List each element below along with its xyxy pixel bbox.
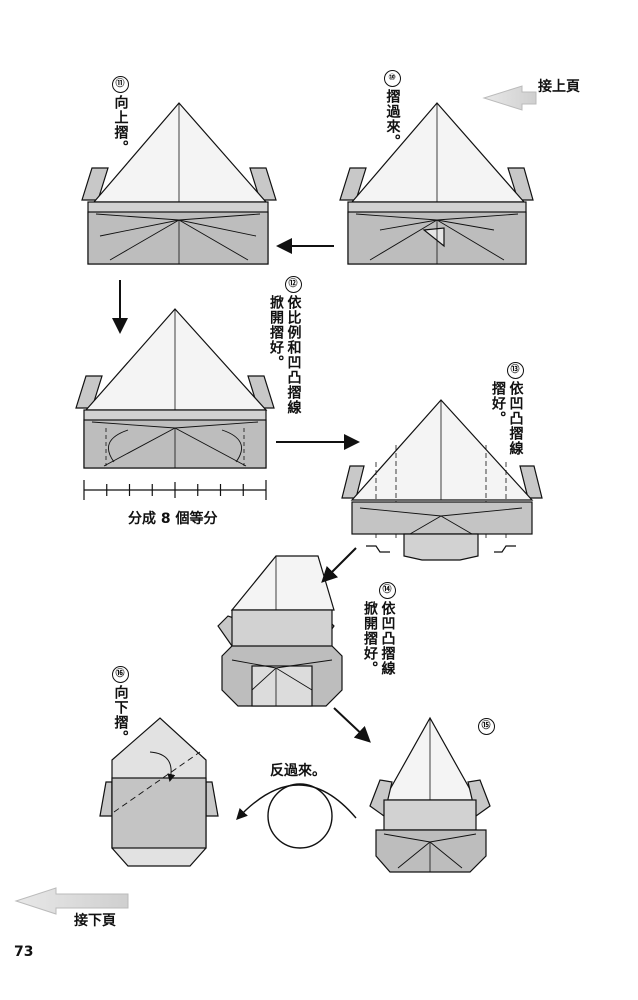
figure-step-15 — [369, 716, 491, 873]
step-14-number: ⑭ — [379, 582, 396, 599]
step-12-number: ⑫ — [285, 276, 302, 293]
page-number: 73 — [14, 944, 34, 960]
prev-page-label: 接上頁 — [538, 79, 580, 95]
ruler-caption: 分成 8 個等分 — [128, 511, 218, 527]
next-page-label: 接下頁 — [74, 913, 116, 929]
step-10-number: ⑩ — [384, 70, 401, 87]
zigzag-marks — [366, 545, 516, 553]
prev-page-arrow — [482, 85, 537, 111]
step-13-col-2: 摺好。 — [490, 381, 506, 426]
ruler-eight-divisions — [83, 480, 267, 500]
step-14-label: ⑭ 依凹凸摺線 掀開摺好。 — [360, 582, 396, 692]
step-16-number: ⑯ — [112, 666, 129, 683]
step-13-number: ⑬ — [507, 362, 524, 379]
step-13-line-1: 依凹凸摺線 — [507, 381, 524, 456]
figure-step-12 — [75, 308, 275, 469]
step-12-line-1: 依比例和凹凸摺線 — [285, 295, 302, 415]
step-13-label: ⑬ 依凹凸摺線 摺好。 — [488, 362, 524, 462]
step-11-label: ⑪ 向上摺。 — [112, 76, 129, 155]
figure-step-10 — [339, 102, 534, 265]
step-15-number: ⑮ — [478, 718, 495, 735]
step-16-label: ⑯ 向下摺。 — [112, 666, 129, 745]
step-12-col-2: 掀開摺好。 — [268, 295, 284, 370]
step-16-text: 向下摺。 — [112, 685, 129, 745]
step-14-col-2: 掀開摺好。 — [362, 601, 378, 676]
step-12-line-2: 掀開摺好。 — [268, 295, 284, 370]
figure-step-11 — [81, 102, 277, 265]
step-11-number: ⑪ — [112, 76, 129, 93]
step-11-text: 向上摺。 — [112, 95, 129, 155]
flip-indicator — [236, 783, 357, 849]
next-page-arrow — [14, 887, 129, 915]
step-14-line-2: 掀開摺好。 — [362, 601, 378, 676]
step-13-line-2: 摺好。 — [490, 381, 506, 426]
step-13-col-1: ⑬ 依凹凸摺線 — [507, 362, 524, 456]
figure-step-14 — [217, 555, 343, 707]
step-15-label: ⑮ — [478, 718, 495, 737]
step-arrows — [112, 238, 371, 743]
step-14-col-1: ⑭ 依凹凸摺線 — [379, 582, 396, 676]
figure-step-13 — [341, 399, 543, 561]
flip-caption: 反過來。 — [270, 763, 326, 779]
step-12-col-1: ⑫ 依比例和凹凸摺線 — [285, 276, 302, 415]
step-12-label: ⑫ 依比例和凹凸摺線 掀開摺好。 — [266, 276, 302, 416]
figure-step-16 — [99, 717, 219, 867]
step-14-line-1: 依凹凸摺線 — [379, 601, 396, 676]
step-10-label: ⑩ 摺過來。 — [384, 70, 401, 149]
step-10-text: 摺過來。 — [384, 89, 401, 149]
